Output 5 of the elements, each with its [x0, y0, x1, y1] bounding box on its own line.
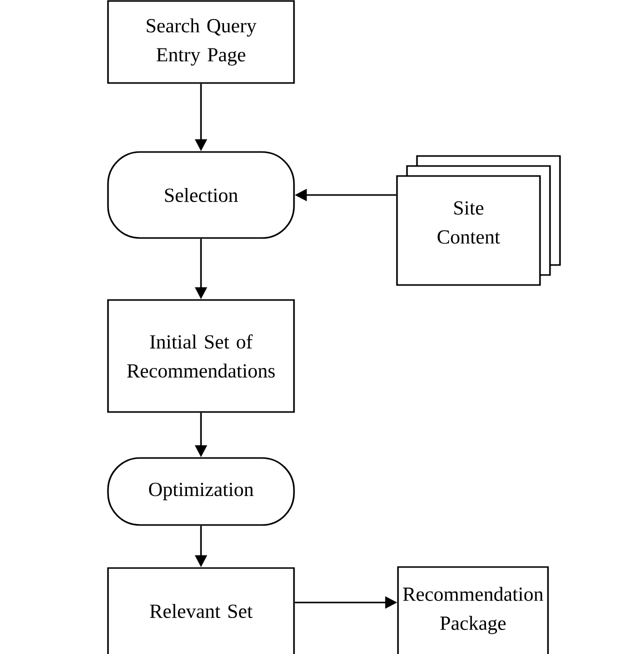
- process-box: Initial Set of Recommendations: [107, 299, 295, 413]
- process-box: Recommendation Package: [397, 566, 549, 654]
- process-box: Relevant Set: [107, 567, 295, 654]
- document-stack: Site Content: [396, 155, 561, 286]
- process-box: Search Query Entry Page: [107, 0, 295, 84]
